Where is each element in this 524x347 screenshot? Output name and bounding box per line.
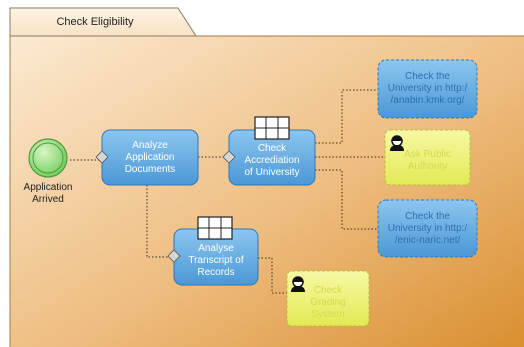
user-icon xyxy=(291,276,305,292)
table-icon xyxy=(254,116,290,140)
flow-to-grading xyxy=(258,257,287,294)
pool-tab xyxy=(9,7,197,37)
flow-to-enic xyxy=(315,169,378,230)
task-analyze-documents[interactable] xyxy=(101,129,199,186)
table-icon xyxy=(197,216,233,240)
diamond-connector-icon xyxy=(95,150,109,164)
task-check-enic[interactable] xyxy=(377,199,478,258)
task-ask-authority[interactable] xyxy=(384,129,471,186)
diamond-connector-icon xyxy=(222,150,236,164)
flow-to-anabin xyxy=(315,89,378,144)
start-event[interactable] xyxy=(28,138,68,178)
task-check-anabin[interactable] xyxy=(377,59,478,119)
user-icon xyxy=(390,135,404,151)
diamond-connector-icon xyxy=(167,249,181,263)
task-check-grading[interactable] xyxy=(286,270,370,327)
